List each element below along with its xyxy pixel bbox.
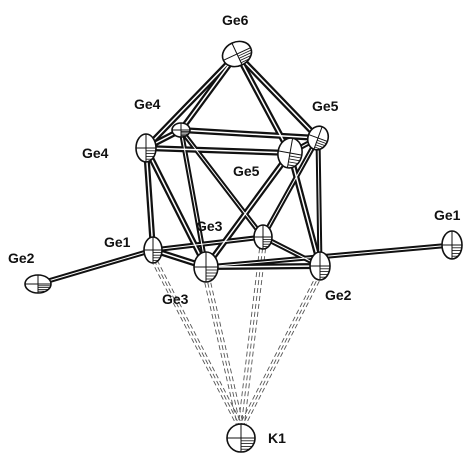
k-contact-ge1a-2 [155,257,245,429]
atom-ge5b [306,125,330,151]
bond-core-ge6-ge4b [180,53,238,131]
k-contact-ge1a-0 [149,257,239,429]
atom-ge5a [277,137,303,169]
k-contact-ge1a-1 [152,257,242,429]
axis-v-ge5b [313,126,323,150]
k-contact-ge2a-1 [240,273,321,429]
atom-labels: Ge6 Ge4 Ge4 Ge5 Ge5 Ge3 Ge1 Ge3 Ge2 Ge2 … [8,12,461,446]
label-ge1: Ge1 [104,234,131,250]
k-contact-ge3b-0 [237,244,261,429]
hatch-ge6-3 [239,55,252,61]
k-contact-ge2a-2 [243,273,324,429]
atom-ge1a [143,236,163,264]
label-ge4-front: Ge4 [82,145,109,161]
k-contact-ge3b-1 [240,244,264,429]
atom-ge3a [193,251,219,283]
label-ge3-front: Ge3 [162,291,189,307]
bond-core-ge6-ge4a [145,53,238,149]
hatch-ge5b-2 [316,142,326,147]
hatch-ge5b-4 [314,146,321,150]
bond-core-ge5b-ge2a [317,137,321,267]
hatch-ge6-2 [238,52,252,59]
bond-core-ge1a-ge2x [37,249,154,285]
bond-core-ge4b-ge5b [180,129,319,139]
bond-core-ge4b-ge3b [180,129,264,238]
bond-core-ge5a-ge3a [205,152,291,268]
k-ge-contacts [149,244,324,429]
axis-v-ge6 [231,42,243,66]
k-contact-ge2a-0 [237,273,318,429]
atom-ge4b [171,122,191,138]
hatch-ge5a-2 [288,158,300,162]
label-ge6: Ge6 [222,12,249,28]
bond-core-ge6-ge5b [236,53,319,139]
axis-v-ge5a [286,138,294,168]
hatch-ge5b-1 [317,139,327,144]
hatch-ge5a-1 [289,155,302,159]
label-ge2-exo: Ge2 [8,250,35,266]
atom-ge3b [253,224,273,250]
hatch-ge5b-3 [315,144,324,148]
bond-core-ge3a-ge1x [205,244,453,268]
bond-core-ge4a-ge3a [145,147,207,268]
atom-ge2a [309,251,331,281]
hatch-ge6-4 [240,58,250,64]
atom-k1 [226,423,256,453]
bond-core-ge1a-ge3b [152,236,264,251]
bond-core-ge5a-ge2a [289,152,321,267]
hatch-ge5a-3 [288,161,298,164]
label-ge5-back: Ge5 [312,98,339,114]
label-ge5-front: Ge5 [233,163,260,179]
bond-core-ge4a-ge1a [145,147,154,251]
hatch-ge6-1 [237,49,252,57]
bond-core-ge4a-ge5a [145,147,291,154]
atom-ge4a [135,133,157,163]
label-k1: K1 [268,430,286,446]
k-contact-ge3a-0 [202,274,239,429]
k-contact-ge3a-2 [208,274,245,429]
label-ge1-exo: Ge1 [434,207,461,223]
k-contact-ge3b-2 [243,244,267,429]
k-contact-ge3a-1 [205,274,242,429]
atom-ellipsoids [24,40,463,453]
bond-core-ge5b-ge3b [262,137,319,238]
label-ge4-back: Ge4 [134,96,161,112]
bond-core-ge3a-ge2a [205,265,321,268]
label-ge3-back: Ge3 [196,218,223,234]
atom-ge1x [441,230,463,260]
atom-ge2x [24,274,52,294]
label-ge2: Ge2 [325,287,352,303]
hatch-ge5a-4 [287,164,296,167]
